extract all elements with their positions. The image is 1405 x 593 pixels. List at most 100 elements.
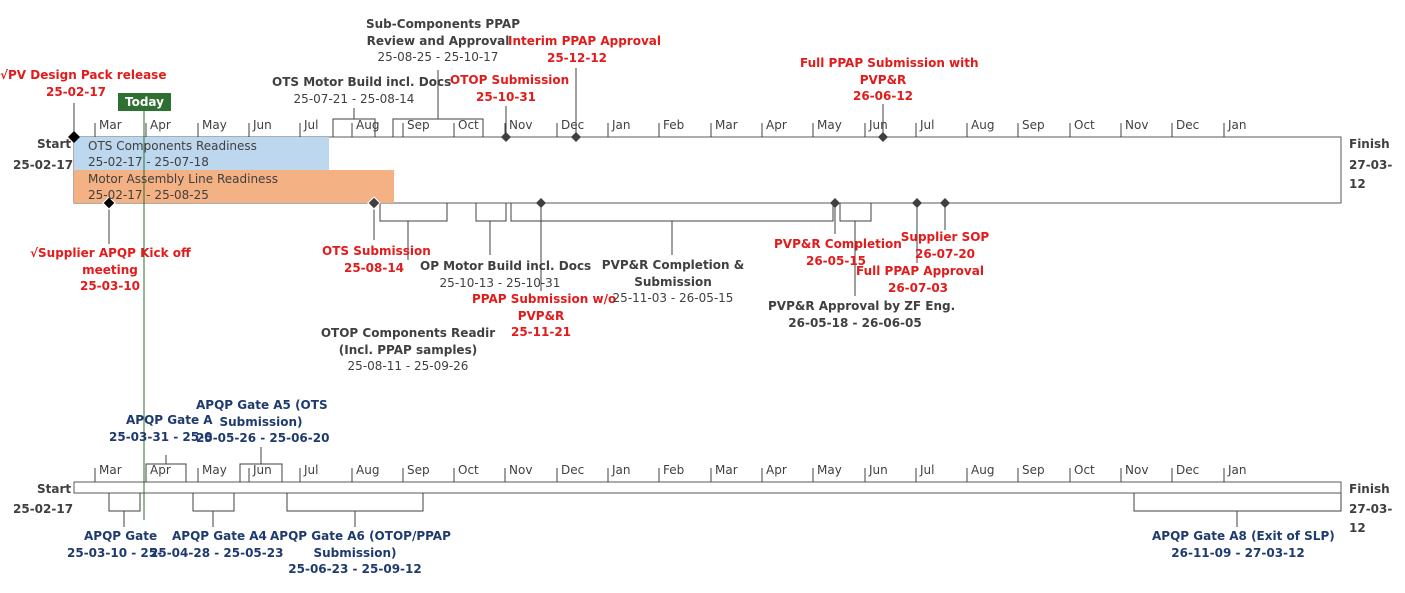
top-month-label: Dec [1176,118,1200,132]
label-apqp-gate-a8: APQP Gate A8 (Exit of SLP)26-11-09 - 27-… [1152,529,1335,560]
bottom-month-label: Oct [458,463,479,477]
top-month-label: Jun [869,118,888,132]
top-month-label: Oct [458,118,479,132]
bracket-pvpr-approval [839,203,872,296]
bar-motor-assembly-name: Motor Assembly Line Readiness [88,172,278,186]
top-month-label: Aug [971,118,995,132]
bracket-op-motor-build [475,203,507,255]
bottom-month-label: Jul [304,463,319,477]
diamond-interim-ppap [571,132,581,142]
top-month-label: Apr [766,118,787,132]
bottom-month-label: Sep [1022,463,1045,477]
bottom-timeline [73,447,1342,527]
bracket-gate-a3 [145,455,187,482]
top-month-label: Mar [99,118,122,132]
bar-ots-components-dates: 25-02-17 - 25-07-18 [88,155,209,169]
diamond-pv-design [68,131,80,143]
bracket-gate-a8 [1133,493,1342,527]
bottom-finish-date: 27-03-12 [1349,502,1393,535]
bracket-otop-components [379,203,448,260]
diamond-full-ppap-submission [878,132,888,142]
top-month-label: Jul [304,118,319,132]
diamond-pvpr-completion [830,198,840,208]
bottom-month-label: Jun [869,463,888,477]
bottom-month-label: Apr [766,463,787,477]
bottom-month-label: Jul [920,463,935,477]
bottom-month-label: Aug [356,463,380,477]
top-month-label: Jun [253,118,272,132]
top-finish-label: Finish [1349,137,1390,151]
top-month-label: Sep [407,118,430,132]
top-month-label: Aug [356,118,380,132]
top-month-label: Sep [1022,118,1045,132]
today-marker: Today [118,93,171,111]
bottom-finish-label: Finish [1349,482,1390,496]
bottom-month-label: Mar [99,463,122,477]
top-month-label: Apr [150,118,171,132]
bottom-month-label: May [817,463,842,477]
diamond-supplier-sop [940,198,950,208]
bar-motor-assembly-dates: 25-02-17 - 25-08-25 [88,188,209,202]
diamond-full-ppap-approval [912,198,922,208]
bottom-month-label: Dec [1176,463,1200,477]
bottom-month-label: Oct [1074,463,1095,477]
bottom-month-label: Feb [663,463,685,477]
bottom-month-label: Apr [150,463,171,477]
diamond-otop-submission [501,132,511,142]
bracket-gate-a5 [239,447,283,482]
bar-ots-components [74,137,329,170]
bottom-month-label: Aug [971,463,995,477]
top-month-label: Oct [1074,118,1095,132]
bottom-month-label: Mar [715,463,738,477]
top-start-label: Start [37,137,72,151]
bottom-month-label: Nov [1125,463,1149,477]
top-month-label: Nov [509,118,533,132]
top-month-label: Nov [1125,118,1149,132]
top-month-label: May [202,118,227,132]
diamond-ots-submission [367,196,381,210]
bottom-month-label: Jan [612,463,631,477]
label-pvpr-approval: PVP&R Approval by ZF Eng.26-05-18 - 26-0… [768,299,956,330]
top-finish-date: 27-03-12 [1349,158,1393,191]
bracket-gate-a2 [108,493,141,527]
bracket-gate-a4 [192,493,235,527]
bottom-start-date: 25-02-17 [13,502,74,516]
top-start-date: 25-02-17 [13,158,74,172]
bottom-month-label: Jan [1228,463,1247,477]
top-month-label: May [817,118,842,132]
milestone-diamonds-top [68,131,950,210]
bracket-ots-motor-build [332,108,376,137]
top-month-label: Jul [920,118,935,132]
top-month-label: Dec [561,118,585,132]
bottom-timeline-body [73,481,1342,494]
bracket-gate-a6 [286,493,424,527]
top-timeline [68,68,1342,296]
top-month-ticks [94,123,1225,137]
top-month-label: Feb [663,118,685,132]
bar-motor-assembly [74,170,394,203]
bracket-pvpr-completion [510,203,834,255]
top-month-label: Jan [1228,118,1247,132]
bottom-month-label: Jun [253,463,272,477]
bottom-month-label: Dec [561,463,585,477]
